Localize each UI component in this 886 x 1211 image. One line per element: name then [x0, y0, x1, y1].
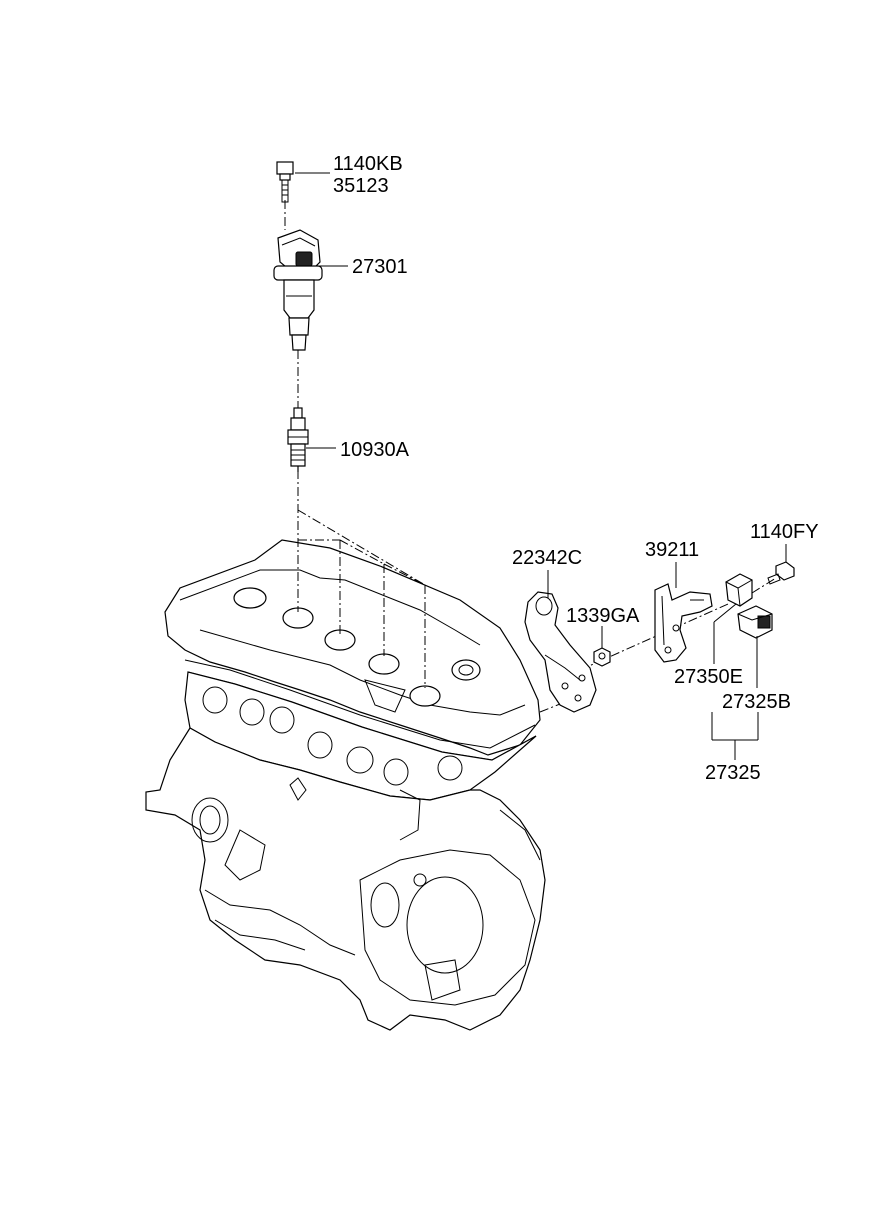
label-27301: 27301: [352, 256, 408, 278]
sensor-27350e: [725, 573, 753, 607]
leader-lines: [295, 172, 787, 760]
label-35123: 35123: [333, 175, 389, 197]
ignition-coil-27301: [273, 229, 323, 351]
label-1140fy: 1140FY: [750, 521, 819, 543]
label-1339ga: 1339GA: [566, 605, 640, 627]
label-1140kb: 1140KB: [333, 153, 403, 175]
bracket-39211: [654, 583, 713, 663]
nut-1339ga: [593, 647, 611, 667]
bolt-1140kb: [276, 161, 294, 203]
label-27325: 27325: [705, 762, 761, 784]
label-27350e: 27350E: [674, 666, 743, 688]
bolt-1140fy: [767, 561, 795, 585]
label-22342c: 22342C: [512, 547, 582, 569]
label-10930a: 10930A: [340, 439, 410, 461]
part-labels: 1140KB 35123 27301 10930A 22342C 1339GA …: [333, 153, 819, 784]
bracket-22342c: [524, 591, 597, 713]
label-27325b: 27325B: [722, 691, 791, 713]
engine-assembly-drawing: [145, 539, 546, 1031]
spark-plug-10930a: [287, 407, 309, 472]
sensor-27325b: [737, 605, 773, 639]
assembly-guide-lines: [284, 200, 777, 713]
label-39211: 39211: [645, 539, 699, 561]
